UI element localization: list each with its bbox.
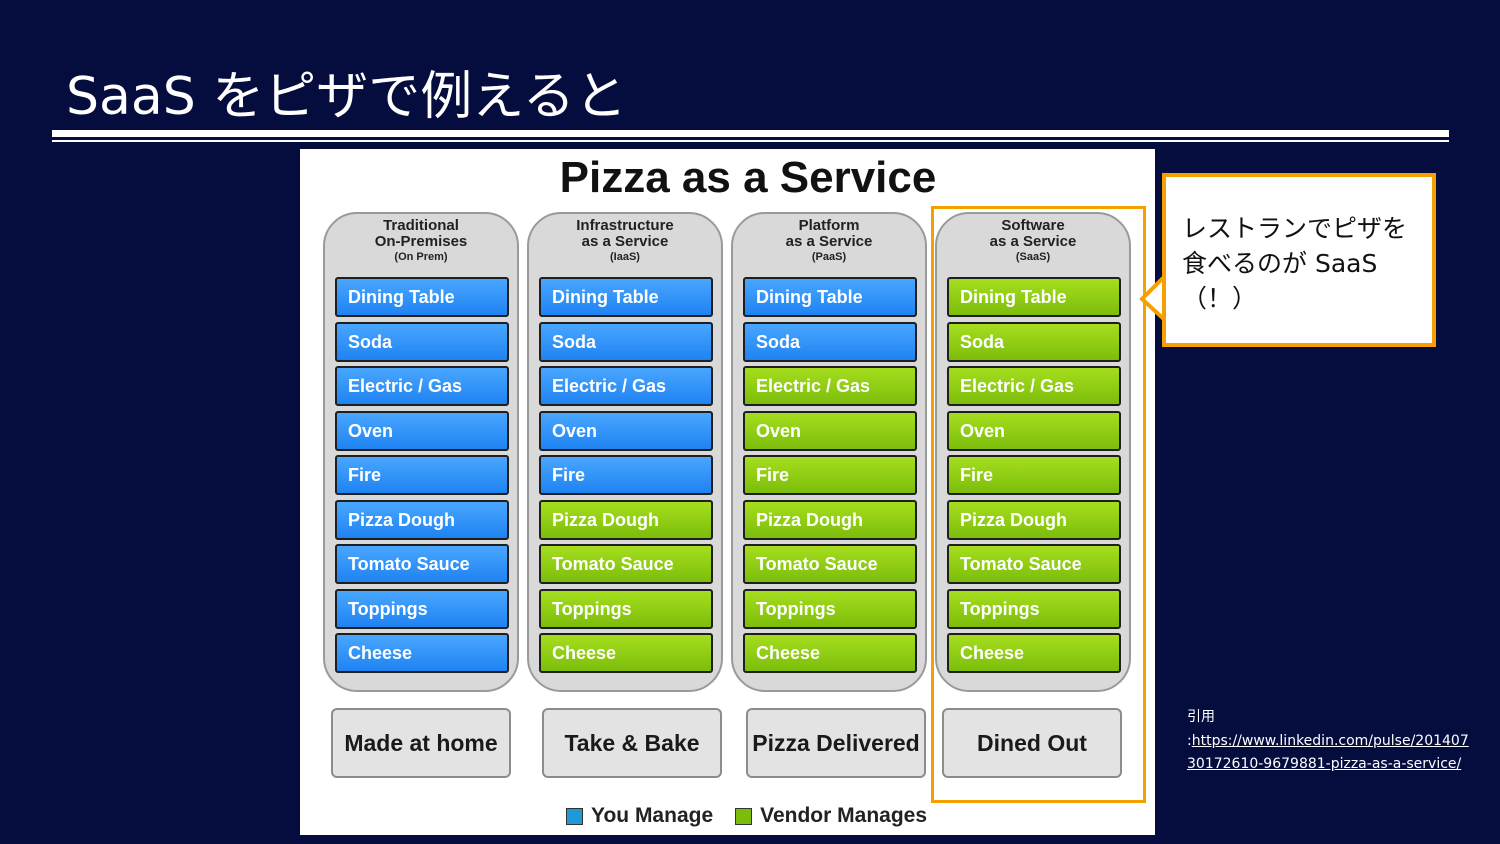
stack-layer-vendor: Dining Table xyxy=(947,277,1121,317)
column-heading-line: On-Premises xyxy=(374,233,468,250)
callout-line: 食べるのが SaaS xyxy=(1182,249,1378,278)
stack-layer-vendor: Toppings xyxy=(743,588,917,629)
column-footer: Made at home xyxy=(331,708,511,778)
column-heading-line: Platform xyxy=(798,217,860,234)
column-footer-label: Take & Bake xyxy=(564,730,700,756)
column-heading-line: as a Service xyxy=(785,233,873,250)
column-footer-label: Made at home xyxy=(344,730,498,756)
stack-layer-you: Oven xyxy=(335,410,509,451)
column-heading-line: as a Service xyxy=(581,233,669,250)
stack-layer-vendor: Fire xyxy=(743,455,917,495)
stack-layer-you: Soda xyxy=(335,321,509,362)
stack-layer-you: Fire xyxy=(335,455,509,495)
stack-layer-vendor: Soda xyxy=(947,321,1121,362)
stack-layer-vendor: Tomato Sauce xyxy=(539,544,713,584)
slide-title: SaaS をピザで例えると xyxy=(66,67,627,127)
stack-layer-vendor: Toppings xyxy=(947,588,1121,629)
column-abbreviation: (IaaS) xyxy=(610,251,640,263)
callout-line: （！） xyxy=(1182,284,1258,313)
stack-layer-you: Soda xyxy=(539,321,713,362)
vendor-manages-swatch xyxy=(735,807,753,825)
stack-layer-vendor: Fire xyxy=(947,455,1121,495)
stack-layer-vendor: Pizza Dough xyxy=(539,499,713,540)
saas-callout: レストランでピザを 食べるのが SaaS （！） xyxy=(1162,173,1436,347)
stack-layer-vendor: Cheese xyxy=(539,633,713,673)
stack-layer-vendor: Electric / Gas xyxy=(947,366,1121,406)
column-footer: Dined Out xyxy=(942,708,1122,778)
column-footer: Pizza Delivered xyxy=(746,708,926,778)
saas-highlight-box xyxy=(931,206,1146,803)
stack-layer-vendor: Cheese xyxy=(743,633,917,673)
stack-layer-vendor: Tomato Sauce xyxy=(947,544,1121,584)
title-underline-thin xyxy=(52,140,1449,142)
stack-layer-you: Cheese xyxy=(335,633,509,673)
column-heading-line: Infrastructure xyxy=(576,217,674,234)
column-heading-line: Traditional xyxy=(383,217,459,234)
column-footer-label: Dined Out xyxy=(977,730,1087,756)
citation-label: 引用 xyxy=(1187,709,1215,725)
stack-layer-you: Electric / Gas xyxy=(335,366,509,406)
stack-layer-vendor: Pizza Dough xyxy=(743,499,917,540)
stack-layer-you: Pizza Dough xyxy=(335,499,509,540)
stack-layer-you: Dining Table xyxy=(743,277,917,317)
legend-vendor-label: Vendor Manages xyxy=(760,804,928,827)
stack-layer-vendor: Electric / Gas xyxy=(743,366,917,406)
legend: You Manage Vendor Manages xyxy=(566,803,927,829)
citation: 引用 :https://www.linkedin.com/pulse/20140… xyxy=(1187,706,1477,777)
stack-layer-vendor: Tomato Sauce xyxy=(743,544,917,584)
stack-layer-you: Dining Table xyxy=(335,277,509,317)
citation-link[interactable]: https://www.linkedin.com/pulse/201407301… xyxy=(1187,732,1469,773)
column-abbreviation: (On Prem) xyxy=(394,251,448,263)
stack-layer-you: Tomato Sauce xyxy=(335,544,509,584)
stack-layer-you: Toppings xyxy=(335,588,509,629)
you-manage-swatch xyxy=(566,807,583,825)
callout-line: レストランでピザを xyxy=(1182,214,1408,243)
citation-prefix: : xyxy=(1187,732,1192,749)
column-abbreviation: (SaaS) xyxy=(1015,251,1051,263)
stack-layer-you: Oven xyxy=(539,410,713,451)
stack-layer-you: Fire xyxy=(539,455,713,495)
stack-layer-you: Soda xyxy=(743,321,917,362)
stack-layer-vendor: Cheese xyxy=(947,633,1121,673)
stack-layer-vendor: Pizza Dough xyxy=(947,499,1121,540)
column-footer-label: Pizza Delivered xyxy=(752,730,920,756)
title-underline xyxy=(52,130,1449,137)
figure-title: Pizza as a Service xyxy=(559,153,937,202)
column-abbreviation: (PaaS) xyxy=(811,251,847,263)
stack-layer-you: Dining Table xyxy=(539,277,713,317)
stack-layer-vendor: Oven xyxy=(947,410,1121,451)
column-heading-line: as a Service xyxy=(989,233,1077,250)
stack-layer-you: Electric / Gas xyxy=(539,366,713,406)
legend-you-label: You Manage xyxy=(591,804,714,827)
column-footer: Take & Bake xyxy=(542,708,722,778)
stack-layer-vendor: Toppings xyxy=(539,588,713,629)
column-heading-line: Software xyxy=(1001,217,1065,234)
stack-layer-vendor: Oven xyxy=(743,410,917,451)
